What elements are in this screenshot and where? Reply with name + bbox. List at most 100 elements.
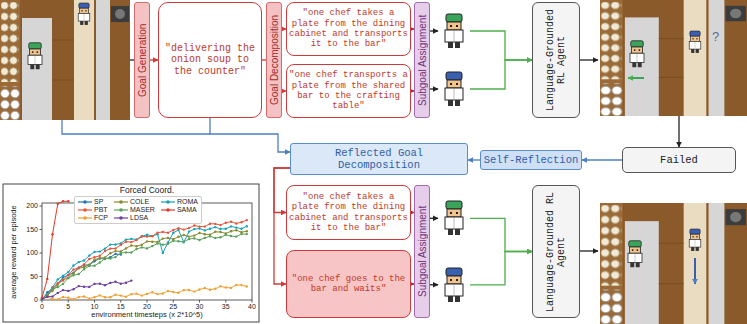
series-marker — [183, 289, 185, 291]
connector-line — [430, 88, 438, 89]
feedback-line — [62, 120, 210, 134]
series-marker — [162, 231, 164, 233]
legend-marker — [119, 208, 123, 212]
series-marker — [88, 265, 90, 267]
series-marker — [67, 290, 69, 292]
chef-icon — [445, 72, 463, 106]
legend-sample — [78, 199, 92, 205]
connector-line — [470, 218, 532, 251]
legend-sample — [114, 215, 128, 221]
legend-item: PBT — [78, 206, 108, 214]
chart-plot — [40, 200, 253, 302]
node-text: Self-Reflection — [484, 154, 579, 166]
series-marker — [83, 268, 85, 270]
move-arrow — [628, 77, 644, 79]
series-marker — [125, 241, 127, 243]
series-marker — [177, 227, 179, 229]
axis-tick — [225, 300, 226, 303]
series-marker — [146, 235, 148, 237]
kitchen-scene — [600, 203, 747, 324]
series-marker — [88, 254, 90, 256]
series-marker — [230, 230, 232, 232]
series-marker — [130, 244, 132, 246]
node-text: Subgoal Assignment — [417, 188, 428, 315]
legend-item: SP — [78, 198, 108, 206]
series-marker — [51, 288, 53, 290]
series-marker — [235, 226, 237, 228]
tick-label: 15 — [117, 303, 125, 311]
series-marker — [88, 264, 90, 266]
series-marker — [62, 279, 64, 281]
series-marker — [120, 294, 122, 296]
node-text: Goal Generation — [137, 5, 148, 115]
series-marker — [67, 277, 69, 279]
series-marker — [51, 295, 53, 297]
series-marker — [235, 235, 237, 237]
tick-label: 0 — [34, 296, 38, 304]
series-marker — [219, 224, 221, 226]
legend-marker — [83, 216, 87, 220]
series-marker — [209, 235, 211, 237]
series-marker — [99, 294, 101, 296]
status-box: Failed — [622, 147, 736, 173]
chart-title: Forced Coord. — [120, 186, 174, 195]
chef-icon — [628, 241, 642, 267]
series-marker — [188, 227, 190, 229]
series-marker — [240, 233, 242, 235]
stage-label: Subgoal Assignment — [414, 185, 430, 318]
axis-label: environment timesteps (x 2*10^5) — [91, 311, 203, 319]
series-marker — [62, 279, 64, 281]
series-marker — [93, 258, 95, 260]
series-marker — [109, 247, 111, 249]
chart-series — [42, 230, 247, 299]
series-marker — [130, 293, 132, 295]
series-marker — [240, 221, 242, 223]
chef-icon — [445, 268, 463, 302]
flow-arrow — [580, 250, 598, 251]
series-marker — [51, 233, 53, 235]
series-marker — [230, 221, 232, 223]
series-marker — [167, 237, 169, 239]
series-marker — [78, 261, 80, 263]
legend-marker — [166, 200, 170, 204]
series-marker — [209, 223, 211, 225]
series-marker — [167, 290, 169, 292]
legend-sample — [114, 207, 128, 213]
series-marker — [172, 229, 174, 231]
series-marker — [183, 241, 185, 243]
series-marker — [88, 286, 90, 288]
series-marker — [225, 234, 227, 236]
series-marker — [214, 223, 216, 225]
series-marker — [135, 238, 137, 240]
series-marker — [146, 240, 148, 242]
series-marker — [156, 293, 158, 295]
series-marker — [230, 235, 232, 237]
series-marker — [93, 296, 95, 298]
series-marker — [204, 225, 206, 227]
legend-sample — [114, 199, 128, 205]
series-marker — [177, 292, 179, 294]
series-marker — [188, 238, 190, 240]
series-marker — [57, 282, 59, 284]
legend-text: COLE — [130, 198, 149, 206]
series-marker — [198, 239, 200, 241]
series-marker — [78, 266, 80, 268]
tick-label: 25 — [169, 303, 177, 311]
connector-line — [582, 159, 622, 160]
connector-line — [470, 31, 532, 60]
series-marker — [104, 284, 106, 286]
reflection-box: Reflected Goal Decomposition — [290, 143, 468, 175]
series-marker — [114, 253, 116, 255]
legend-item: SAMA — [161, 206, 198, 214]
series-marker — [235, 222, 237, 224]
legend-text: MASER — [130, 206, 155, 214]
chart-series — [42, 234, 247, 300]
series-marker — [120, 244, 122, 246]
series-marker — [99, 250, 101, 252]
connector — [150, 60, 158, 61]
series-marker — [130, 238, 132, 240]
connector — [210, 118, 290, 152]
stage-label: Goal Decomposition — [266, 2, 282, 118]
series-marker — [135, 239, 137, 241]
series-marker — [214, 237, 216, 239]
